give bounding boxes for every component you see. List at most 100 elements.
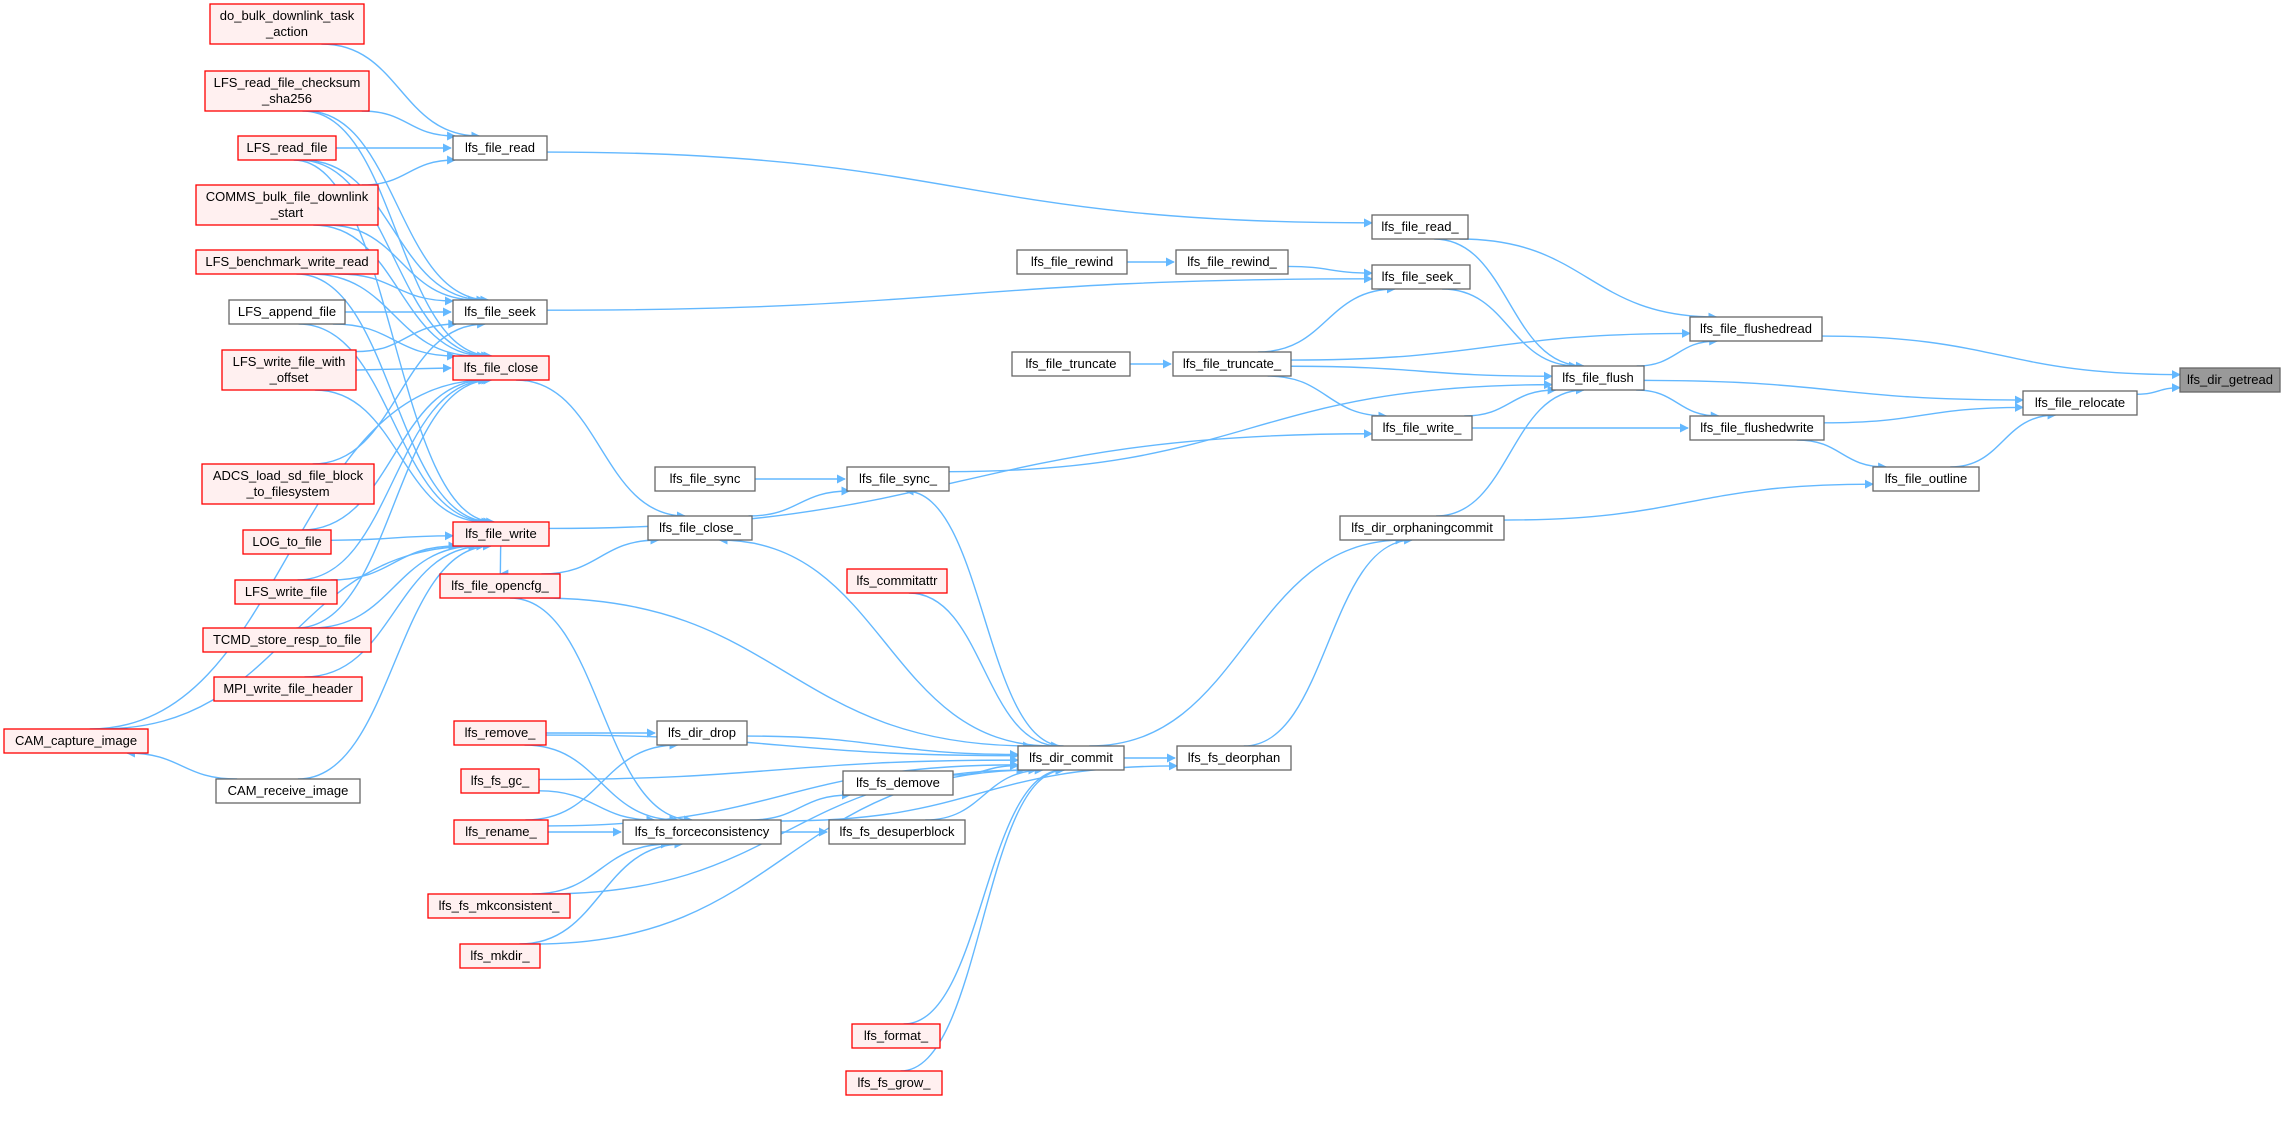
node-label: lfs_fs_forceconsistency	[635, 824, 770, 839]
node-label: lfs_rename_	[465, 824, 537, 839]
node-lfs_file_close[interactable]: lfs_file_close	[452, 355, 550, 381]
node-lfs_file_write_[interactable]: lfs_file_write_	[1371, 415, 1473, 441]
node-lfs_file_sync[interactable]: lfs_file_sync	[654, 466, 756, 492]
node-LFS_append_file[interactable]: LFS_append_file	[228, 299, 346, 325]
edge-LFS_write_file_with_offset-to-lfs_file_close	[355, 363, 452, 373]
node-lfs_file_outline[interactable]: lfs_file_outline	[1872, 466, 1980, 492]
node-lfs_format_[interactable]: lfs_format_	[851, 1023, 941, 1049]
edge-lfs_file_read_-to-lfs_file_flush	[1434, 238, 1585, 371]
edge-TCMD_store_resp_to_file-to-lfs_file_close	[296, 375, 493, 629]
node-lfs_fs_mkconsistent_[interactable]: lfs_fs_mkconsistent_	[427, 893, 571, 919]
node-box	[242, 529, 332, 555]
node-box	[647, 515, 753, 541]
node-lfs_remove_[interactable]: lfs_remove_	[453, 720, 547, 746]
node-lfs_file_rewind[interactable]: lfs_file_rewind	[1016, 249, 1128, 275]
node-box	[213, 676, 363, 702]
edge-lfs_file_truncate_-to-lfs_file_seek_	[1258, 284, 1396, 353]
edge-lfs_dir_orphaningcommit-to-lfs_file_flush	[1436, 385, 1585, 517]
node-LFS_read_file_checksum_sha256[interactable]: LFS_read_file_checksum_sha256	[204, 70, 370, 112]
edge-lfs_file_read-to-lfs_file_read_	[546, 151, 1373, 228]
node-box	[1176, 745, 1292, 771]
node-lfs_file_read_[interactable]: lfs_file_read_	[1371, 214, 1469, 240]
node-lfs_rename_[interactable]: lfs_rename_	[453, 819, 549, 845]
node-label: CAM_capture_image	[15, 733, 137, 748]
node-label: lfs_fs_grow_	[858, 1075, 932, 1090]
node-lfs_dir_getread[interactable]: lfs_dir_getread	[2179, 367, 2281, 393]
node-lfs_file_close_[interactable]: lfs_file_close_	[647, 515, 753, 541]
node-box	[452, 135, 548, 161]
node-lfs_file_truncate_[interactable]: lfs_file_truncate_	[1172, 351, 1292, 377]
node-box	[654, 466, 756, 492]
edge-lfs_fs_grow_-to-lfs_dir_commit	[900, 765, 1066, 1072]
node-label: lfs_file_close	[464, 360, 538, 375]
edge-lfs_fs_gc_-to-lfs_dir_commit	[538, 755, 1019, 781]
edge-LFS_benchmark_write_read-to-lfs_file_write	[296, 273, 493, 527]
edge-lfs_dir_commit-to-lfs_file_sync_	[904, 486, 1064, 747]
node-layer: lfs_dir_getread lfs_file_relocate lfs_file…	[3, 3, 2281, 1096]
edge-lfs_file_rewind_-to-lfs_file_seek_	[1287, 265, 1373, 278]
node-box	[427, 893, 571, 919]
node-lfs_file_opencfg_[interactable]: lfs_file_opencfg_	[439, 573, 561, 599]
node-lfs_file_relocate[interactable]: lfs_file_relocate	[2022, 390, 2138, 416]
node-box	[2022, 390, 2138, 416]
node-lfs_file_write[interactable]: lfs_file_write	[452, 521, 550, 547]
node-CAM_capture_image[interactable]: CAM_capture_image	[3, 728, 149, 754]
node-lfs_fs_grow_[interactable]: lfs_fs_grow_	[845, 1070, 943, 1096]
node-lfs_fs_gc_[interactable]: lfs_fs_gc_	[460, 768, 540, 794]
node-label: LFS_append_file	[238, 304, 336, 319]
node-lfs_fs_desuperblock[interactable]: lfs_fs_desuperblock	[828, 819, 966, 845]
node-lfs_file_flushedwrite[interactable]: lfs_file_flushedwrite	[1689, 415, 1825, 441]
edge-lfs_file_truncate_-to-lfs_file_flushedread	[1290, 328, 1691, 361]
edge-LFS_write_file-to-lfs_file_write	[330, 541, 458, 581]
node-ADCS_load_sd_file_block_to_filesystem[interactable]: ADCS_load_sd_file_block_to_filesystem	[201, 463, 375, 505]
node-lfs_dir_drop[interactable]: lfs_dir_drop	[656, 720, 748, 746]
node-LFS_benchmark_write_read[interactable]: LFS_benchmark_write_read	[195, 249, 379, 275]
node-lfs_file_truncate[interactable]: lfs_file_truncate	[1011, 351, 1131, 377]
edge-lfs_mkdir_-to-lfs_dir_commit	[534, 765, 1038, 945]
node-box	[1371, 264, 1471, 290]
node-CAM_receive_image[interactable]: CAM_receive_image	[215, 778, 361, 804]
edge-lfs_format_-to-lfs_dir_commit	[903, 765, 1065, 1025]
edge-lfs_dir_orphaningcommit-to-lfs_file_outline	[1503, 479, 1874, 521]
node-label: LFS_read_file	[247, 140, 328, 155]
node-lfs_file_flushedread[interactable]: lfs_file_flushedread	[1689, 316, 1823, 342]
node-box	[846, 466, 950, 492]
node-lfs_dir_orphaningcommit[interactable]: lfs_dir_orphaningcommit	[1339, 515, 1505, 541]
node-box	[1339, 515, 1505, 541]
node-box	[1689, 415, 1825, 441]
node-box	[1371, 214, 1469, 240]
edge-lfs_remove_-to-lfs_fs_forceconsistency	[524, 744, 679, 825]
node-lfs_file_seek[interactable]: lfs_file_seek	[452, 299, 548, 325]
node-lfs_mkdir_[interactable]: lfs_mkdir_	[459, 943, 541, 969]
node-lfs_file_read[interactable]: lfs_file_read	[452, 135, 548, 161]
edge-lfs_file_truncate_-to-lfs_file_write_	[1267, 375, 1388, 421]
node-do_bulk_downlink_task_action[interactable]: do_bulk_downlink_task_action	[209, 3, 365, 45]
node-lfs_file_seek_[interactable]: lfs_file_seek_	[1371, 264, 1471, 290]
node-lfs_file_flush[interactable]: lfs_file_flush	[1551, 365, 1645, 391]
node-lfs_fs_demove[interactable]: lfs_fs_demove	[842, 770, 954, 796]
node-lfs_commitattr[interactable]: lfs_commitattr	[846, 568, 948, 594]
node-label: lfs_mkdir_	[470, 948, 530, 963]
node-TCMD_store_resp_to_file[interactable]: TCMD_store_resp_to_file	[202, 627, 372, 653]
node-COMMS_bulk_file_downlink_start[interactable]: COMMS_bulk_file_downlink_start	[195, 184, 379, 226]
node-LFS_write_file_with_offset[interactable]: LFS_write_file_with_offset	[221, 349, 357, 391]
node-lfs_fs_deorphan[interactable]: lfs_fs_deorphan	[1176, 745, 1292, 771]
node-label: LOG_to_file	[252, 534, 321, 549]
node-lfs_fs_forceconsistency[interactable]: lfs_fs_forceconsistency	[622, 819, 782, 845]
node-LFS_write_file[interactable]: LFS_write_file	[234, 579, 338, 605]
node-box	[846, 568, 948, 594]
node-lfs_dir_commit[interactable]: lfs_dir_commit	[1017, 745, 1125, 771]
node-label: lfs_file_opencfg_	[451, 578, 549, 593]
node-box	[1689, 316, 1823, 342]
edge-lfs_dir_commit-to-lfs_file_close_	[718, 535, 1052, 747]
node-LOG_to_file[interactable]: LOG_to_file	[242, 529, 332, 555]
edge-layer	[89, 43, 2181, 1072]
node-lfs_file_rewind_[interactable]: lfs_file_rewind_	[1175, 249, 1289, 275]
node-box	[221, 349, 357, 391]
node-MPI_write_file_header[interactable]: MPI_write_file_header	[213, 676, 363, 702]
node-label: lfs_remove_	[465, 725, 537, 740]
node-lfs_file_sync_[interactable]: lfs_file_sync_	[846, 466, 950, 492]
node-LFS_read_file[interactable]: LFS_read_file	[237, 135, 337, 161]
edge-LOG_to_file-to-lfs_file_close	[301, 375, 488, 531]
